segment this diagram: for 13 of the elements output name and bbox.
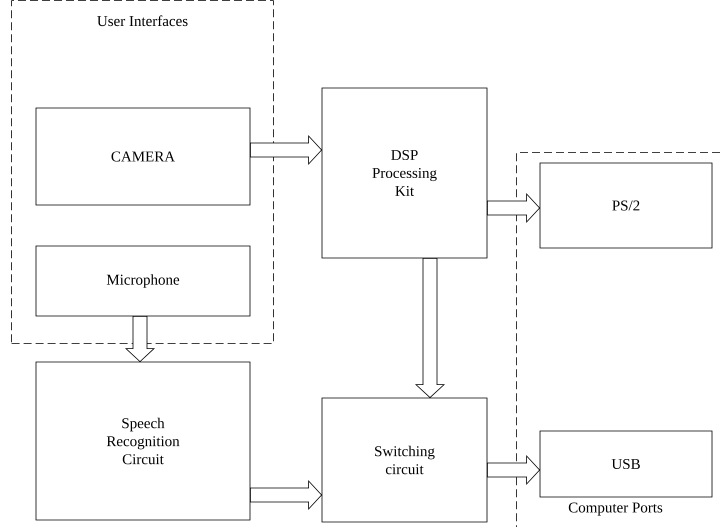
block-box: CAMERA: [36, 108, 250, 206]
block-box: USB: [540, 430, 712, 498]
block-arrow: [124, 316, 156, 362]
block-arrow: [414, 258, 446, 398]
block-box: Microphone: [36, 246, 250, 316]
block-box: Speech Recognition Circuit: [36, 362, 250, 520]
block-arrow: [487, 192, 540, 224]
block-box: Switching circuit: [322, 398, 488, 522]
block-arrow: [487, 454, 540, 486]
block-box: PS/2: [540, 162, 712, 248]
block-box: DSP Processing Kit: [322, 88, 488, 258]
block-arrow: [250, 134, 322, 166]
block-arrow: [250, 480, 322, 510]
